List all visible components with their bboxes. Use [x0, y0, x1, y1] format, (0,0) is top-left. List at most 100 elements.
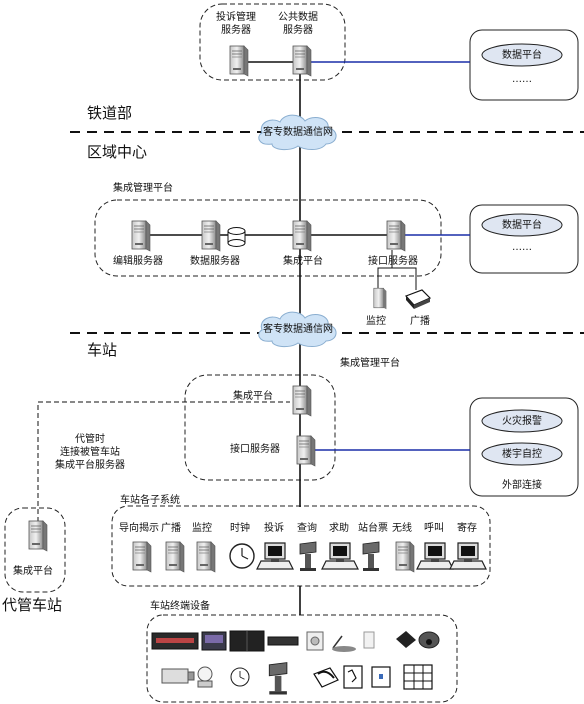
- edit-server-icon: [131, 220, 151, 252]
- call-button-icon: [363, 631, 375, 649]
- ministry-server-group: [199, 3, 346, 81]
- storage-locker-icon: [403, 664, 433, 690]
- managed-station-group: [4, 507, 66, 593]
- monitor-link: [377, 250, 393, 288]
- building-control-ellipse: [481, 442, 563, 466]
- edit-server-label: 编辑服务器: [113, 254, 163, 267]
- display-panel-screen-icon: [205, 635, 223, 643]
- zone-label-railway-ministry: 铁道部: [87, 104, 132, 122]
- regional-ellipsis: ……: [512, 242, 532, 253]
- managed-station-link: [37, 401, 290, 522]
- station-integration-label: 集成平台: [233, 389, 273, 402]
- zone-label-managed-station: 代管车站: [2, 596, 62, 614]
- public-data-server-label-1: 公共数据: [278, 10, 318, 23]
- subsystem-label-query: 查询: [297, 521, 317, 534]
- managed-integration-server-icon: [28, 520, 48, 552]
- regional-group-title: 集成管理平台: [113, 181, 173, 194]
- microphone-base-icon: [332, 646, 356, 652]
- station-platform-title: 集成管理平台: [340, 356, 400, 369]
- ptz-camera-base-icon: [197, 680, 213, 688]
- guidance-server-icon: [132, 541, 152, 573]
- subsystem-label-broadcast: 广播: [161, 521, 181, 534]
- network-cloud-2: [258, 311, 337, 348]
- complaint-server-label-2: 服务器: [221, 23, 251, 36]
- monitor-label: 监控: [366, 314, 386, 327]
- subsystem-label-storage: 寄存: [457, 521, 477, 534]
- box-camera-icon: [161, 668, 189, 684]
- regional-data-platform-label: 数据平台: [502, 218, 542, 231]
- network-cloud-1: [258, 114, 337, 151]
- subsystem-label-complaint: 投诉: [264, 521, 284, 534]
- microphone-icon: [332, 635, 343, 649]
- call-pc-icon: [416, 542, 454, 570]
- regional-integration-label: 集成平台: [283, 254, 323, 267]
- subsystem-label-monitor: 监控: [192, 521, 212, 534]
- ministry-data-platform-label: 数据平台: [502, 48, 542, 61]
- building-control-label: 楼宇自控: [502, 447, 542, 460]
- subsystem-label-call: 呼叫: [424, 522, 444, 534]
- terminal-devices: [151, 630, 440, 652]
- storage-pc-icon: [449, 542, 487, 570]
- managed-note-line-2: 连接被管车站: [60, 445, 120, 458]
- intercom-handset-icon: [347, 669, 357, 683]
- terminals-title: 车站终端设备: [150, 599, 210, 612]
- ptz-camera-icon: [197, 666, 213, 682]
- broadcast-device-icon: [404, 289, 432, 309]
- public-data-server-icon: [292, 45, 312, 77]
- subsystem-label-wireless: 无线: [392, 521, 412, 534]
- terminal-devices-row-2: [161, 662, 433, 695]
- zone-label-regional-center: 区域中心: [87, 143, 147, 161]
- network-cloud-1-label: 客专数据通信网: [263, 125, 333, 138]
- public-data-server-label-2: 服务器: [283, 23, 313, 36]
- monitor-device-icon: [373, 287, 387, 310]
- query-terminal-icon: [268, 662, 288, 695]
- subsystem-label-platform-ticket: 站台票: [358, 521, 388, 534]
- dome-camera-lens-icon: [426, 639, 432, 645]
- led-display-strip-icon: [156, 638, 194, 643]
- external-link-label: 外部连接: [502, 478, 542, 491]
- phone-icon: [313, 667, 339, 688]
- subsystem-label-clock: 时钟: [230, 521, 250, 534]
- station-subsystems-group: [111, 505, 491, 587]
- speaker-cone-icon: [310, 636, 320, 646]
- complaint-server-icon: [229, 45, 249, 77]
- broadcast-label: 广播: [410, 314, 430, 327]
- intercom-icon: [343, 665, 363, 689]
- data-server-label: 数据服务器: [190, 254, 240, 267]
- fire-alarm-ellipse: [481, 409, 563, 433]
- database-icon: [227, 227, 246, 247]
- dome-device-icon: [396, 631, 416, 648]
- regional-interface-label: 接口服务器: [368, 254, 418, 267]
- platform-ticket-kiosk-icon: [362, 541, 380, 572]
- subsystems-title: 车站各子系统: [120, 493, 180, 506]
- complaint-pc-icon: [256, 542, 294, 570]
- managed-note-line-3: 集成平台服务器: [55, 458, 125, 471]
- subsystem-label-help: 求助: [329, 521, 349, 534]
- station-terminals-group: [146, 614, 458, 703]
- regional-integration-server-icon: [292, 220, 312, 252]
- network-cloud-2-label: 客专数据通信网: [263, 322, 333, 335]
- station-interface-label: 接口服务器: [230, 442, 280, 455]
- card-reader-slot-icon: [379, 674, 383, 679]
- box-camera-lens-icon: [187, 671, 195, 681]
- subsystem-label-guidance: 导向揭示: [119, 521, 159, 534]
- clock-icon: [229, 543, 255, 569]
- monitor-server-icon: [196, 541, 216, 573]
- managed-integration-label: 集成平台: [13, 564, 53, 577]
- ministry-data-platform-ellipse: [481, 43, 563, 67]
- station-interface-server-icon: [296, 435, 316, 467]
- broadcast-link: [392, 267, 417, 290]
- broadcast-server-icon: [165, 541, 185, 573]
- wireless-server-icon: [395, 541, 415, 573]
- complaint-server-label-1: 投诉管理: [216, 10, 256, 23]
- amplifier-icon: [267, 636, 299, 646]
- query-kiosk-icon: [299, 541, 317, 572]
- help-pc-icon: [321, 542, 359, 570]
- terminal-clock-icon: [230, 667, 250, 687]
- regional-data-platform-ellipse: [481, 213, 563, 237]
- fire-alarm-label: 火灾报警: [502, 414, 542, 427]
- station-integration-server-icon: [292, 385, 312, 417]
- zone-label-station: 车站: [87, 341, 117, 359]
- regional-interface-server-icon: [386, 220, 406, 252]
